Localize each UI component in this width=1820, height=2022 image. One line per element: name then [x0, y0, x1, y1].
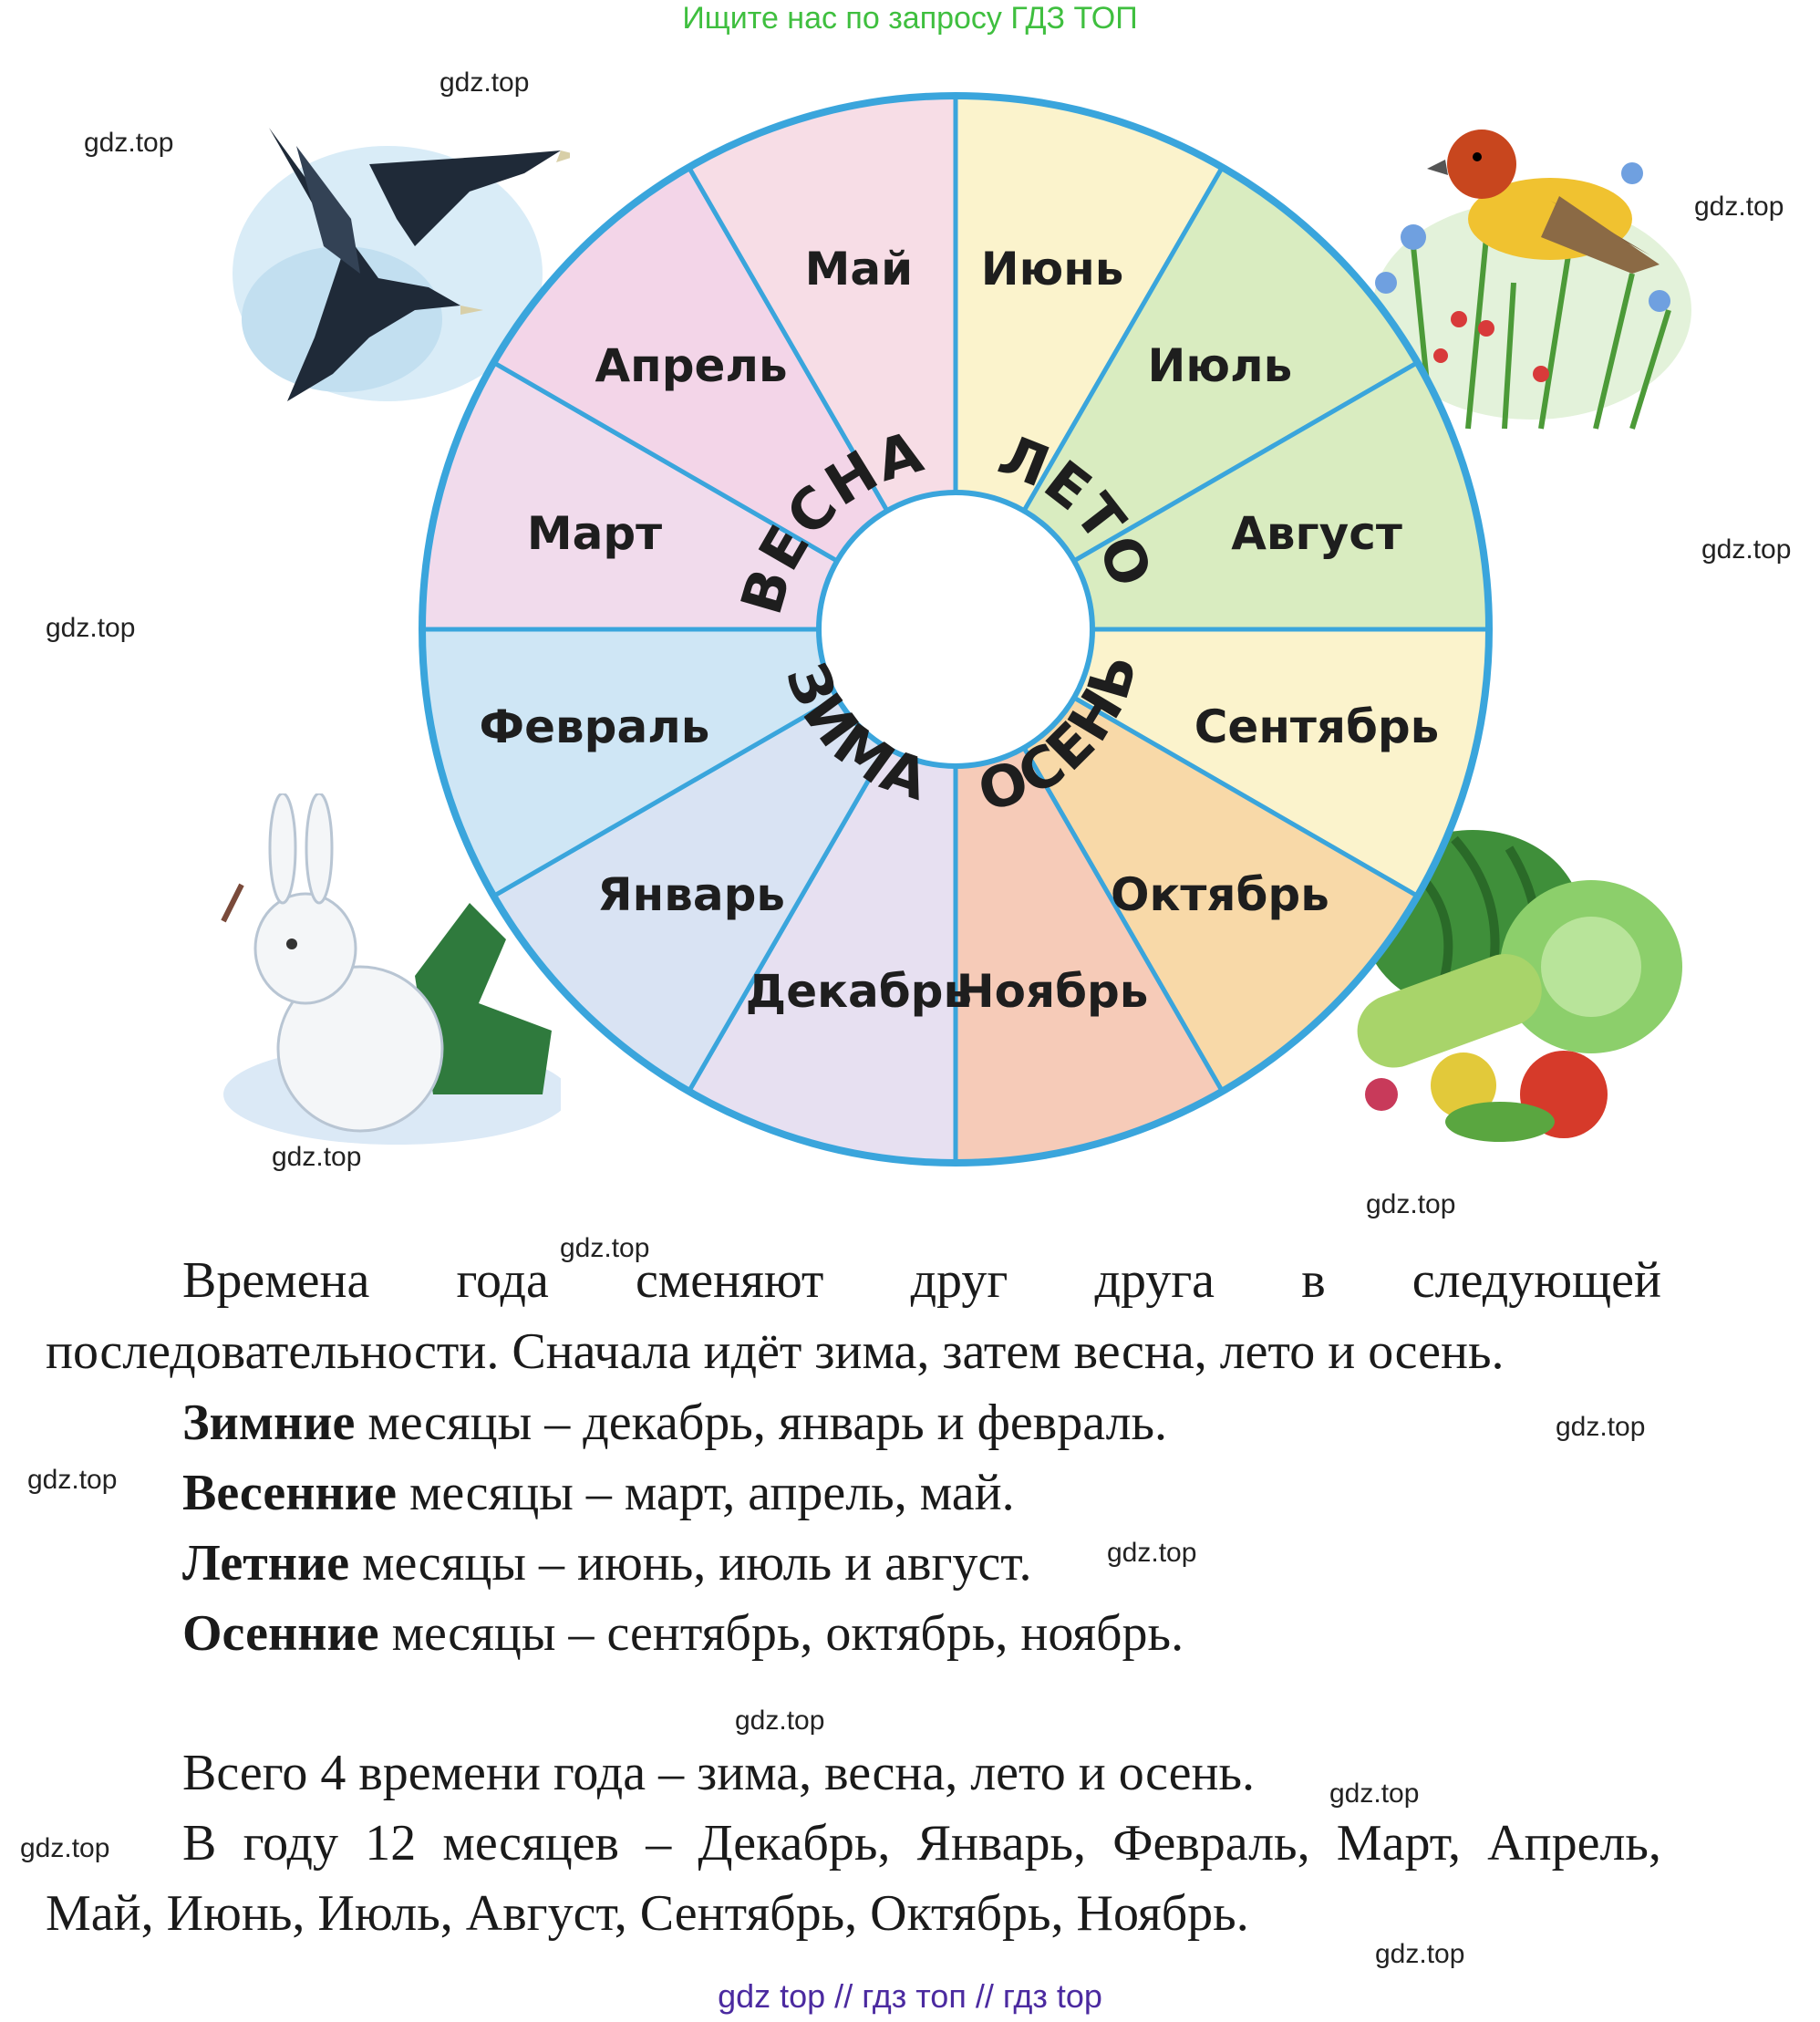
- word: месяцев: [442, 1815, 619, 1872]
- watermark: gdz.top: [735, 1706, 825, 1736]
- spring-text: месяцы – март, апрель, май.: [396, 1465, 1015, 1521]
- spring-months-line: Весенние месяцы – март, апрель, май.: [182, 1464, 1015, 1522]
- total-seasons-line: Всего 4 времени года – зима, весна, лето…: [182, 1745, 1255, 1801]
- watermark: gdz.top: [20, 1833, 110, 1863]
- footer: gdz top // гдз топ // гдз top: [718, 1977, 1102, 2015]
- summer-text: месяцы – июнь, июль и август.: [349, 1535, 1032, 1592]
- month-label: Март: [527, 507, 662, 560]
- spring-bold: Весенние: [182, 1465, 397, 1521]
- word: Март,: [1336, 1815, 1461, 1872]
- month-label: Декабрь: [746, 965, 972, 1018]
- watermark: gdz.top: [1701, 534, 1792, 565]
- month-label: Апрель: [595, 339, 787, 392]
- word: –: [646, 1815, 672, 1872]
- word: Февраль,: [1112, 1815, 1310, 1872]
- word: году: [243, 1815, 339, 1872]
- winter-bold: Зимние: [182, 1395, 356, 1451]
- month-label: Февраль: [480, 700, 710, 753]
- month-label: Май: [805, 243, 914, 296]
- watermark: gdz.top: [439, 67, 530, 98]
- watermark: gdz.top: [46, 613, 136, 643]
- word: В: [182, 1815, 217, 1872]
- word: друг: [910, 1252, 1008, 1309]
- seasons-wheel: ИюньИюльАвгустСентябрьОктябрьНоябрьДекаб…: [419, 92, 1493, 1167]
- word: в: [1301, 1252, 1326, 1309]
- watermark: gdz.top: [1556, 1412, 1646, 1442]
- autumn-text: месяцы – сентябрь, октябрь, ноябрь.: [378, 1605, 1184, 1662]
- word: друга: [1094, 1252, 1215, 1309]
- wheel-outline: [419, 92, 1493, 1167]
- watermark: gdz.top: [84, 128, 174, 158]
- word: Апрель,: [1487, 1815, 1661, 1872]
- intro-line-2: последовательности. Сначала идёт зима, з…: [46, 1323, 1505, 1380]
- watermark: gdz.top: [1329, 1778, 1420, 1809]
- winter-months-line: Зимние месяцы – декабрь, январь и феврал…: [182, 1394, 1167, 1452]
- word: Декабрь,: [698, 1815, 891, 1872]
- watermark: gdz.top: [272, 1142, 362, 1172]
- summer-months-line: Летние месяцы – июнь, июль и август.: [182, 1534, 1032, 1592]
- watermark: gdz.top: [1107, 1538, 1197, 1568]
- word: 12: [365, 1815, 417, 1872]
- month-label: Август: [1231, 507, 1402, 560]
- word: Январь,: [916, 1815, 1087, 1872]
- intro-line-1: Времена года сменяют друг друга в следующей: [182, 1251, 1661, 1310]
- watermark: gdz.top: [1375, 1939, 1465, 1969]
- autumn-bold: Осенние: [182, 1605, 379, 1662]
- word: Времена: [182, 1252, 370, 1309]
- word: следующей: [1412, 1252, 1661, 1309]
- wheel-center: [816, 490, 1095, 769]
- months-line-2: Май, Июнь, Июль, Август, Сентябрь, Октяб…: [46, 1885, 1249, 1942]
- top-banner: Ищите нас по запросу ГДЗ ТОП: [682, 1, 1138, 36]
- hare-illustration: [221, 793, 561, 1145]
- month-label: Июнь: [981, 243, 1124, 296]
- month-label: Сентябрь: [1194, 700, 1440, 753]
- word: года: [456, 1252, 549, 1309]
- finch-illustration: [1372, 130, 1691, 430]
- rooks-illustration: [233, 128, 570, 401]
- word: сменяют: [635, 1252, 824, 1309]
- month-label: Январь: [597, 868, 785, 921]
- watermark: gdz.top: [1694, 192, 1784, 222]
- watermark: gdz.top: [27, 1465, 118, 1495]
- autumn-months-line: Осенние месяцы – сентябрь, октябрь, нояб…: [182, 1604, 1184, 1663]
- winter-text: месяцы – декабрь, январь и февраль.: [355, 1395, 1168, 1451]
- month-label: Ноябрь: [957, 965, 1149, 1018]
- watermark: gdz.top: [560, 1233, 650, 1263]
- month-label: Июль: [1148, 339, 1293, 392]
- month-label: Октябрь: [1111, 868, 1329, 921]
- summer-bold: Летние: [182, 1535, 350, 1592]
- watermark: gdz.top: [1366, 1189, 1456, 1219]
